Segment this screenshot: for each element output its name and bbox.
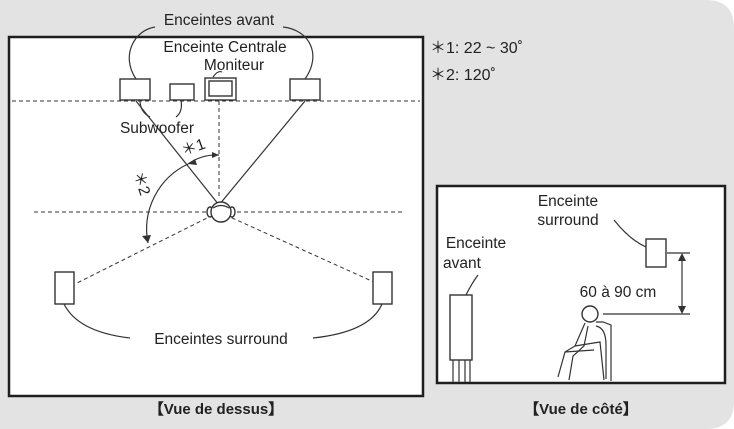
surround-speakers-label: Enceintes surround [154,331,288,348]
surround-right-speaker [372,271,393,305]
note-angle-2: ＊2: 120˚ [430,67,496,84]
side-front-label-line1: Enceinte [446,235,506,252]
side-surround-leader [613,219,647,248]
side-view: Enceinte surround Enceinte avant 60 à 90… [435,184,727,418]
height-arrow-top [678,253,686,261]
monitor-leader [212,70,223,78]
note-angle-1: ＊1: 22 ~ 30˚ [430,40,523,57]
height-arrow-bottom [678,306,686,314]
front-speakers-leader [128,26,314,80]
subwoofer-leader [139,99,183,118]
angle-arc-2 [146,163,189,244]
side-surround-speaker [645,238,667,268]
side-view-caption: 【Vue de côté】 [524,400,638,418]
angle-notes: ＊1: 22 ~ 30˚ ＊2: 120˚ [430,40,523,84]
side-front-label-line2: avant [443,255,482,272]
front-left-line [135,100,220,206]
front-left-speaker [119,78,151,101]
side-front-tower-speaker [449,294,473,382]
monitor-screen [208,80,233,97]
side-surround-label-line2: surround [537,212,598,229]
front-right-speaker [289,78,321,101]
top-view-caption: 【Vue de dessus】 [149,400,284,418]
surround-left-speaker [54,271,75,305]
front-speakers-label: Enceintes avant [164,12,275,29]
height-label: 60 à 90 cm [580,284,657,301]
angle-arc-2-arrow-bottom [142,235,151,243]
center-speaker-label: Enceinte Centrale [163,39,286,56]
subwoofer-speaker [169,83,195,101]
surround-left-dashed-line [76,211,220,284]
monitor-label: Moniteur [204,57,264,74]
front-right-line [218,100,306,206]
surround-right-dashed-line [218,211,377,284]
surround-right-leader [312,303,383,339]
top-view: Enceintes avant Enceinte Centrale Monite… [7,12,425,418]
seated-listener-icon [557,305,612,381]
surround-left-leader [63,303,131,339]
side-view-frame [435,184,727,385]
listener-head-icon [206,201,236,223]
angle-mark-2: ＊2 [129,170,153,198]
side-front-leader [465,274,479,296]
angle-arc-1-arrow-left [188,159,197,165]
angle-arc-1-arrow-right [212,152,219,158]
subwoofer-label: Subwoofer [120,120,194,137]
side-surround-label-line1: Enceinte [538,193,598,210]
